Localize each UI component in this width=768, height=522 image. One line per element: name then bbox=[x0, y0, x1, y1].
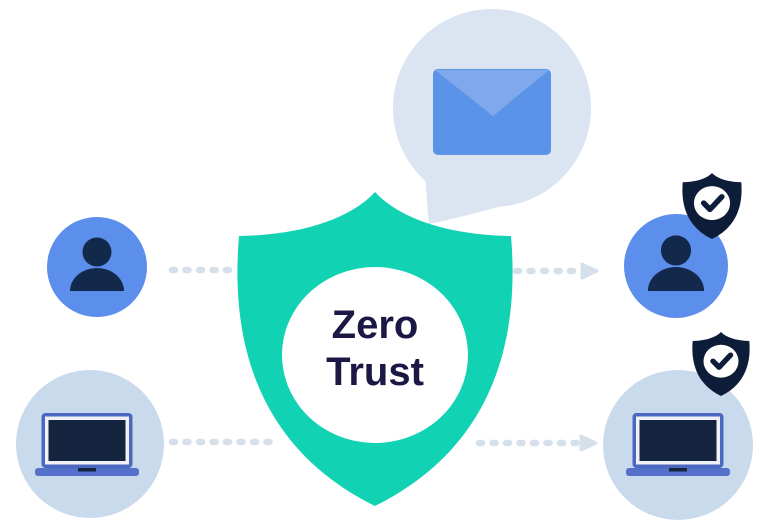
laptop-base bbox=[626, 468, 730, 476]
speech-bubble-tail bbox=[424, 160, 536, 224]
dotted-arrow-shield-to-laptop bbox=[475, 434, 598, 452]
user-head bbox=[82, 237, 112, 267]
user-head bbox=[660, 235, 692, 266]
laptop-base bbox=[35, 468, 139, 476]
dotted-line-laptop-to-shield bbox=[168, 438, 284, 446]
right-laptop-node bbox=[603, 370, 753, 520]
arrowhead bbox=[579, 434, 598, 452]
user-icon bbox=[70, 237, 124, 291]
shield-inner-circle bbox=[282, 267, 468, 443]
zero-trust-label-line1: Zero bbox=[331, 303, 419, 347]
badge-circle bbox=[703, 344, 739, 378]
badge-circle bbox=[693, 186, 731, 221]
envelope-flap bbox=[435, 70, 549, 116]
left-user-node bbox=[47, 217, 147, 317]
check-icon bbox=[710, 352, 734, 370]
laptop-notch bbox=[669, 468, 687, 472]
laptop-notch bbox=[78, 468, 96, 472]
zero-trust-shield bbox=[237, 192, 513, 506]
user-shoulders bbox=[70, 268, 124, 291]
check-icon bbox=[700, 194, 725, 213]
zero-trust-label: Zero Trust bbox=[275, 302, 475, 396]
user-icon bbox=[647, 235, 705, 291]
arrowhead bbox=[580, 262, 599, 280]
laptop-screen bbox=[48, 420, 126, 461]
shield-check-badge-laptop bbox=[692, 332, 750, 396]
dotted-line-user-to-shield bbox=[168, 266, 242, 274]
laptop-icon bbox=[35, 413, 139, 476]
email-speech-bubble bbox=[393, 9, 591, 224]
left-laptop-node bbox=[16, 370, 164, 518]
zero-trust-label-line2: Trust bbox=[326, 350, 424, 394]
laptop-icon bbox=[626, 413, 730, 476]
email-icon bbox=[433, 69, 551, 155]
laptop-screen bbox=[639, 420, 717, 461]
shield-check-badge-user bbox=[682, 173, 742, 239]
user-shoulders bbox=[647, 267, 705, 291]
dotted-arrow-shield-to-user bbox=[512, 262, 599, 280]
